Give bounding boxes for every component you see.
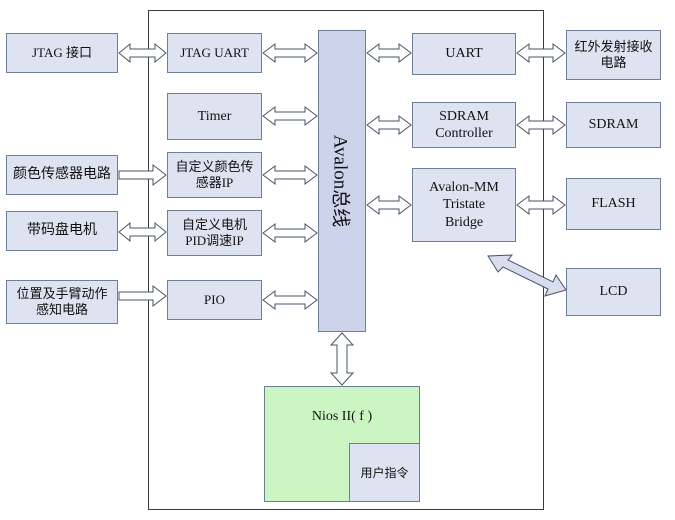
position-sensor-circuit-label: 位置及手臂动作 感知电路	[16, 285, 108, 317]
bridge-lcd-arrow	[487, 254, 567, 297]
custom-motor-ip-block: 自定义电机 PID调速IP	[167, 210, 262, 256]
bridge-flash-arrow	[516, 195, 566, 215]
color-sensor-circuit-block: 颜色传感器电路	[6, 155, 118, 195]
sdram-controller-sdram-arrow	[516, 115, 566, 135]
motor-double-arrow	[118, 221, 167, 243]
bus-bridge-arrow	[366, 195, 412, 215]
position-sensor-arrow	[118, 284, 167, 308]
custom-color-ip-label: 自定义颜色传 感器IP	[175, 158, 254, 190]
tristate-bridge-label: Avalon-MM Tristate Bridge	[429, 179, 499, 230]
uart-ir-arrow	[516, 43, 566, 63]
timer-block: Timer	[167, 93, 262, 140]
tristate-bridge-block: Avalon-MM Tristate Bridge	[412, 168, 516, 242]
custom-instruction-block: 用户指令	[349, 443, 420, 502]
color-ip-bus-arrow	[262, 165, 318, 185]
avalon-bus: Avalon总线	[318, 30, 366, 332]
lcd-block: LCD	[566, 268, 661, 316]
pio-label: PIO	[204, 291, 225, 307]
ir-circuit-label: 红外发射接收 电路	[574, 38, 653, 70]
uart-block: UART	[412, 33, 516, 75]
lcd-label: LCD	[599, 284, 628, 300]
sdram-controller-block: SDRAM Controller	[412, 102, 516, 148]
sdram-controller-label: SDRAM Controller	[435, 108, 493, 142]
timer-bus-arrow	[262, 106, 318, 126]
jtag-uart-block: JTAG UART	[167, 33, 262, 73]
pio-block: PIO	[167, 280, 262, 320]
flash-label: FLASH	[591, 196, 636, 212]
encoder-motor-label: 带码盘电机	[27, 223, 97, 239]
encoder-motor-block: 带码盘电机	[6, 211, 118, 251]
bus-uart-arrow	[366, 43, 412, 63]
bus-nios-arrow	[329, 332, 355, 386]
nios-ii-processor: Nios II( f ) 用户指令	[264, 386, 420, 502]
bus-sdram-controller-arrow	[366, 115, 412, 135]
jtag-double-arrow	[118, 42, 167, 64]
nios-ii-label: Nios II( f )	[311, 409, 373, 424]
custom-motor-ip-label: 自定义电机 PID调速IP	[181, 216, 247, 248]
ir-circuit-block: 红外发射接收 电路	[566, 30, 661, 80]
jtag-port-block: JTAG 接口	[6, 33, 118, 73]
custom-instruction-label: 用户指令	[360, 466, 409, 480]
motor-ip-bus-arrow	[262, 223, 318, 243]
custom-color-ip-block: 自定义颜色传 感器IP	[167, 152, 262, 198]
color-sensor-arrow	[118, 163, 167, 187]
position-sensor-circuit-block: 位置及手臂动作 感知电路	[6, 280, 118, 324]
sdram-label: SDRAM	[588, 117, 639, 133]
fpga-boundary	[148, 10, 544, 510]
jtag-port-label: JTAG 接口	[32, 44, 92, 60]
color-sensor-circuit-label: 颜色传感器电路	[13, 167, 111, 183]
pio-bus-arrow	[262, 290, 318, 310]
jtag-uart-bus-arrow	[262, 43, 318, 63]
uart-label: UART	[445, 46, 483, 62]
flash-block: FLASH	[566, 178, 661, 230]
timer-label: Timer	[197, 108, 232, 124]
sdram-block: SDRAM	[566, 102, 661, 148]
jtag-uart-label: JTAG UART	[180, 44, 249, 60]
